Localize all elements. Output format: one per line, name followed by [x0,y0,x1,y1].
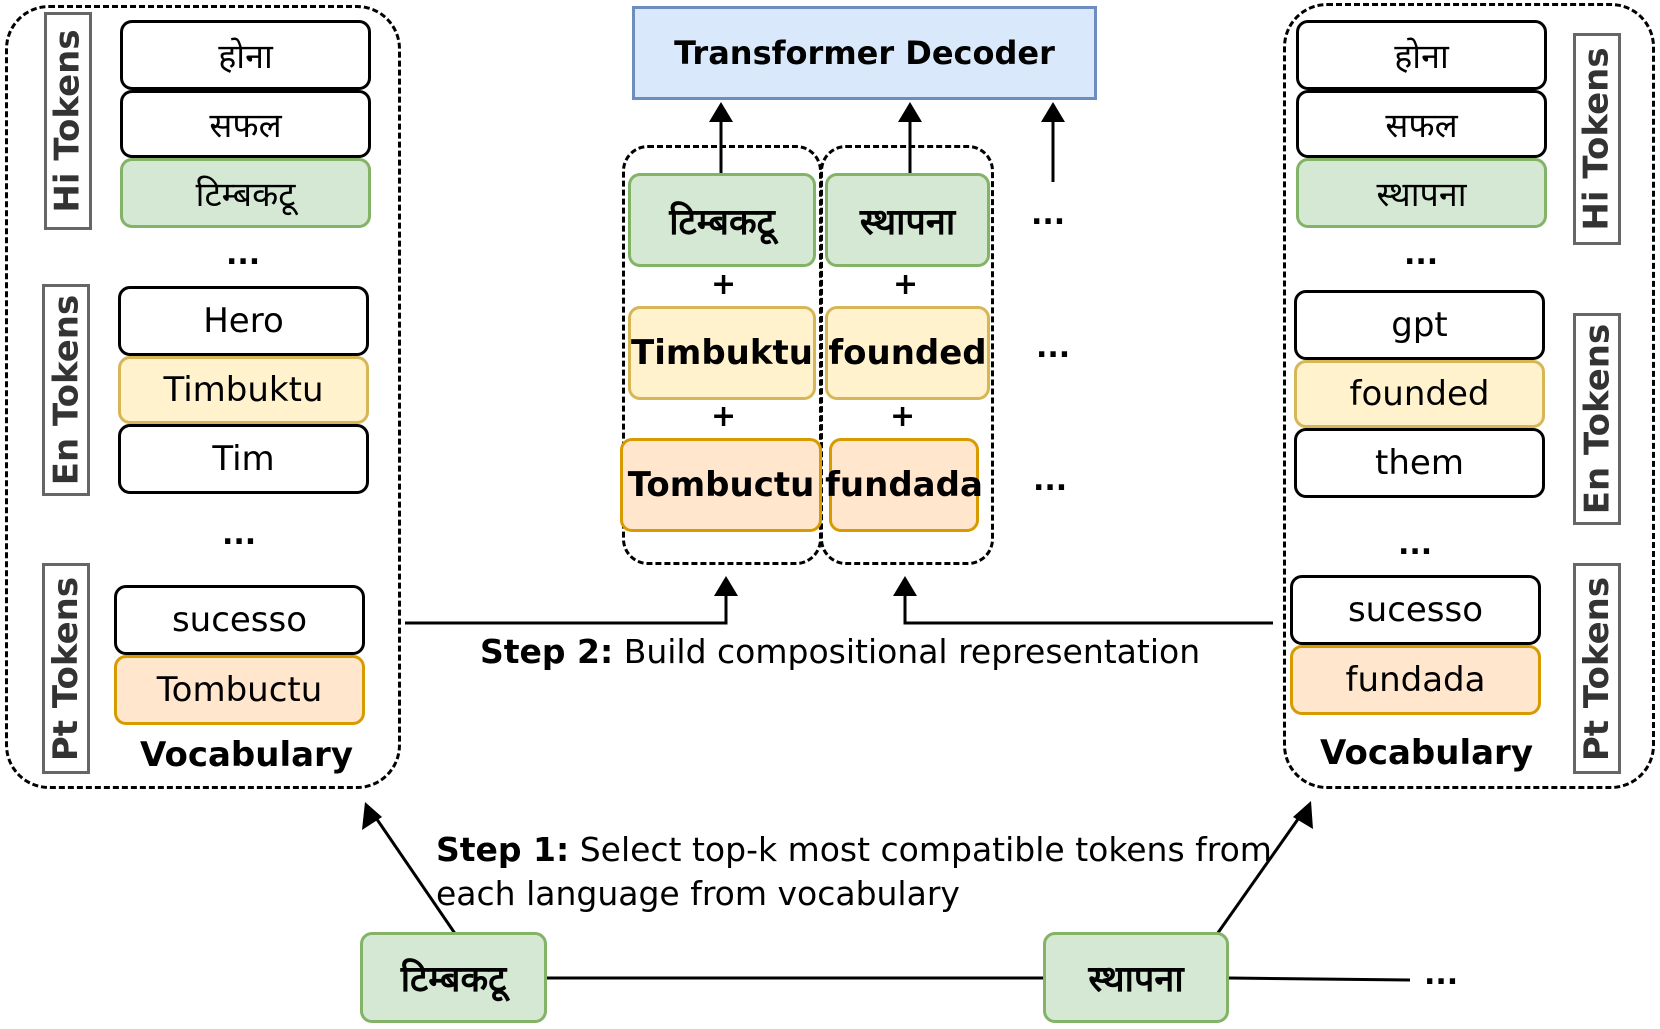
right-en-token-1: gpt [1294,290,1545,360]
col1-en-token: Timbuktu [628,306,816,400]
arrowhead [1041,102,1065,122]
left-hi-token-3: टिम्बकटू [120,158,371,228]
right-vocabulary-panel [1283,3,1655,789]
right-pt-tokens-label: Pt Tokens [1573,563,1621,774]
col2-hi-token: स्थापना [825,173,990,267]
arrowhead [898,102,922,122]
input-token-line-2 [1228,976,1411,982]
arrowhead [1293,801,1313,829]
arrowhead [362,802,382,830]
left-en-tokens-label: En Tokens [42,284,90,496]
arrow-left-vocab-to-col1 [405,582,728,625]
left-en-token-3: Tim [118,424,369,494]
left-hi-ellipsis: ... [226,237,261,272]
composition-ellipsis-2: ... [1036,330,1071,365]
col2-plus-1: + [893,267,919,302]
right-hi-token-2: सफल [1296,90,1547,158]
left-hi-tokens-label: Hi Tokens [44,12,92,230]
arrow-input1-to-left-vocab [370,811,458,936]
col1-plus-1: + [711,267,737,302]
composition-ellipsis-1: ... [1031,197,1066,232]
right-vocabulary-title: Vocabulary [1320,733,1533,773]
left-hi-token-1: होना [120,20,371,90]
right-en-token-2: founded [1294,360,1545,428]
col1-hi-token: टिम्बकटू [628,173,816,267]
arrowhead [709,102,733,122]
left-en-token-2: Timbuktu [118,356,369,424]
left-en-ellipsis: ... [222,517,257,552]
right-hi-ellipsis: ... [1404,237,1439,272]
right-hi-token-3: स्थापना [1296,158,1547,228]
col2-plus-2: + [890,399,916,434]
right-pt-token-2: fundada [1290,645,1541,715]
arrowhead [893,576,917,596]
left-vocabulary-title: Vocabulary [140,735,353,775]
left-pt-tokens-label: Pt Tokens [42,563,90,774]
col2-en-token: founded [825,306,990,400]
arrowhead [714,576,738,596]
input-token-1: टिम्बकटू [360,932,547,1023]
right-en-ellipsis: ... [1398,527,1433,562]
transformer-decoder: Transformer Decoder [632,6,1097,100]
right-hi-token-1: होना [1296,20,1547,90]
left-en-token-1: Hero [118,286,369,356]
left-pt-token-2: Tombuctu [114,655,365,725]
arrow-right-vocab-to-col2 [903,582,1273,625]
right-en-tokens-label: En Tokens [1573,313,1621,525]
right-pt-token-1: sucesso [1290,575,1541,645]
left-hi-token-2: सफल [120,90,371,158]
right-en-token-3: them [1294,428,1545,498]
left-vocabulary-panel [5,5,401,789]
step2-caption: Step 2: Build compositional representati… [480,632,1201,671]
col2-pt-token: fundada [825,438,983,532]
col1-pt-token: Tombuctu [620,438,822,532]
step1-caption: Step 1: Select top-k most compatible tok… [436,830,1272,913]
left-pt-token-1: sucesso [114,585,365,655]
composition-column-2 [820,145,994,565]
composition-ellipsis-3: ... [1033,463,1068,498]
input-token-2: स्थापना [1043,932,1229,1023]
input-ellipsis: ... [1424,957,1459,992]
arrow-input2-to-right-vocab [1213,811,1305,938]
col1-plus-2: + [711,399,737,434]
right-hi-tokens-label: Hi Tokens [1573,33,1621,245]
